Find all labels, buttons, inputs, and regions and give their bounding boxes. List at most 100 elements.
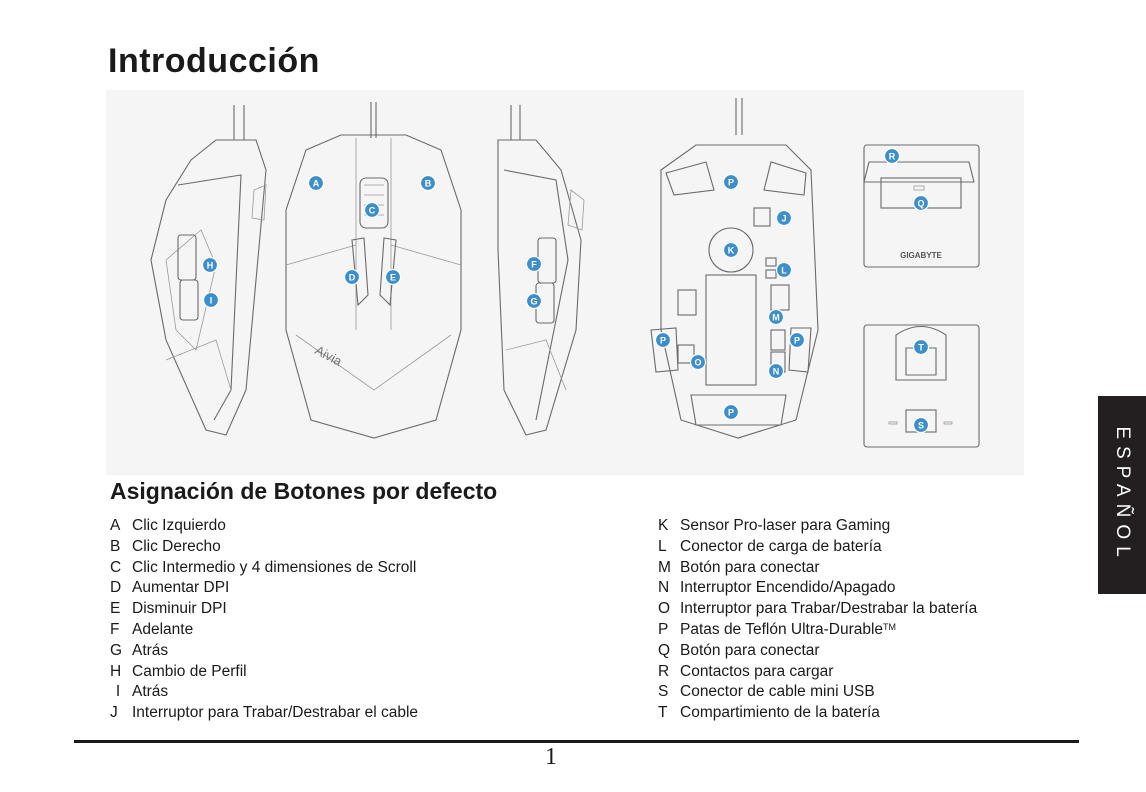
- svg-text:B: B: [425, 179, 432, 189]
- item-key: J: [110, 704, 118, 722]
- item-text: Adelante: [132, 620, 194, 638]
- item-key: R: [658, 662, 670, 680]
- item-key: S: [658, 683, 669, 701]
- callout-k: K: [722, 241, 740, 259]
- svg-text:R: R: [889, 152, 896, 162]
- svg-text:L: L: [781, 266, 787, 276]
- item-text: Compartimiento de la batería: [680, 704, 880, 722]
- language-label: ESPAÑOL: [1112, 426, 1133, 564]
- svg-text:G: G: [530, 297, 537, 307]
- item-text: Clic Izquierdo: [132, 517, 226, 534]
- item-text: Botón para conectar: [680, 558, 820, 576]
- callout-p-left: P: [654, 331, 672, 349]
- item-text: Atrás: [132, 683, 169, 701]
- callout-i: I: [202, 291, 220, 309]
- svg-text:P: P: [660, 336, 666, 346]
- list-item: M Botón para conectar: [658, 558, 977, 579]
- item-text: Disminuir DPI: [132, 600, 227, 618]
- svg-text:A: A: [313, 179, 320, 189]
- item-text: Atrás: [132, 641, 169, 659]
- svg-text:Q: Q: [917, 199, 924, 209]
- svg-text:F: F: [531, 260, 537, 270]
- mouse-right-side-view: [497, 105, 585, 436]
- item-text: Botón para conectar: [680, 641, 820, 659]
- svg-text:J: J: [781, 214, 786, 224]
- dock-brand-text: GIGABYTE: [900, 251, 942, 260]
- item-key: T: [658, 704, 668, 722]
- item-text: Cambio de Perfil: [132, 662, 247, 680]
- page-number: 1: [545, 744, 557, 770]
- dock-bottom-view: [863, 324, 980, 448]
- svg-text:M: M: [772, 313, 780, 323]
- svg-text:N: N: [773, 367, 780, 377]
- list-item: O Interruptor para Trabar/Destrabar la ba…: [658, 599, 977, 620]
- mouse-top-view: Aivia: [285, 102, 462, 439]
- mouse-left-side-view: [150, 105, 267, 436]
- item-key: F: [110, 620, 120, 638]
- callout-p-right: P: [788, 331, 806, 349]
- callout-n: N: [767, 362, 785, 380]
- list-item: I Atrás: [110, 682, 418, 703]
- callout-c: C: [363, 201, 381, 219]
- mouse-diagram: Aivia: [106, 90, 1024, 475]
- mouse-brand-text: Aivia: [313, 342, 346, 369]
- item-text: Clic Derecho: [132, 537, 221, 555]
- callout-a: A: [307, 174, 325, 192]
- item-key: M: [658, 558, 671, 576]
- callout-t: T: [912, 338, 930, 356]
- list-item: F Adelante: [110, 620, 418, 641]
- callout-h: H: [201, 256, 219, 274]
- item-text: Interruptor para Trabar/Destrabar la bat…: [680, 600, 978, 618]
- callout-m: M: [767, 308, 785, 326]
- svg-text:E: E: [390, 273, 396, 283]
- callout-d: D: [343, 268, 361, 286]
- list-item: N Interruptor Encendido/Apagado: [658, 578, 977, 599]
- list-item: G Atrás: [110, 641, 418, 662]
- mouse-bottom-view: [650, 98, 819, 439]
- svg-text:C: C: [369, 206, 376, 216]
- list-item: B Clic Derecho: [110, 537, 418, 558]
- callout-e: E: [384, 268, 402, 286]
- item-key: B: [110, 537, 121, 555]
- callout-o: O: [689, 353, 707, 371]
- item-text: Interruptor para Trabar/Destrabar el cab…: [132, 704, 419, 722]
- section-subtitle: Asignación de Botones por defecto: [110, 478, 498, 504]
- svg-text:H: H: [207, 261, 214, 271]
- item-key: G: [110, 641, 123, 659]
- language-side-tab: ESPAÑOL: [1098, 396, 1146, 594]
- list-item: T Compartimiento de la batería: [658, 703, 977, 724]
- callout-q: Q: [912, 194, 930, 212]
- item-text: Contactos para cargar: [680, 662, 834, 680]
- callout-j: J: [775, 209, 793, 227]
- item-key: O: [658, 600, 671, 618]
- list-item: J Interruptor para Trabar/Destrabar el ca…: [110, 703, 418, 724]
- item-text: Conector de carga de batería: [680, 537, 882, 555]
- svg-text:P: P: [728, 178, 734, 188]
- item-key: C: [110, 558, 122, 576]
- item-text: Conector de cable mini USB: [680, 683, 875, 701]
- callout-f: F: [525, 255, 543, 273]
- svg-text:S: S: [918, 421, 924, 431]
- item-key: N: [658, 579, 670, 597]
- item-text: Sensor Pro-laser para Gaming: [680, 517, 891, 534]
- svg-text:P: P: [794, 336, 800, 346]
- item-key: I: [115, 683, 121, 701]
- item-key: Q: [658, 641, 671, 659]
- list-item: R Contactos para cargar: [658, 662, 977, 683]
- item-text: Clic Intermedio y 4 dimensiones de Scrol…: [132, 558, 417, 576]
- trademark-mark: TM: [883, 621, 897, 632]
- item-text: Patas de Teflón Ultra-Durable: [680, 620, 884, 638]
- callout-p-top: P: [722, 173, 740, 191]
- item-key: P: [658, 620, 669, 638]
- item-key: E: [110, 600, 121, 618]
- list-item: Q Botón para conectar: [658, 641, 977, 662]
- item-text: Interruptor Encendido/Apagado: [680, 579, 896, 597]
- mouse-diagram-svg: Aivia: [150, 98, 980, 448]
- item-text: Aumentar DPI: [132, 579, 230, 597]
- item-key: D: [110, 579, 122, 597]
